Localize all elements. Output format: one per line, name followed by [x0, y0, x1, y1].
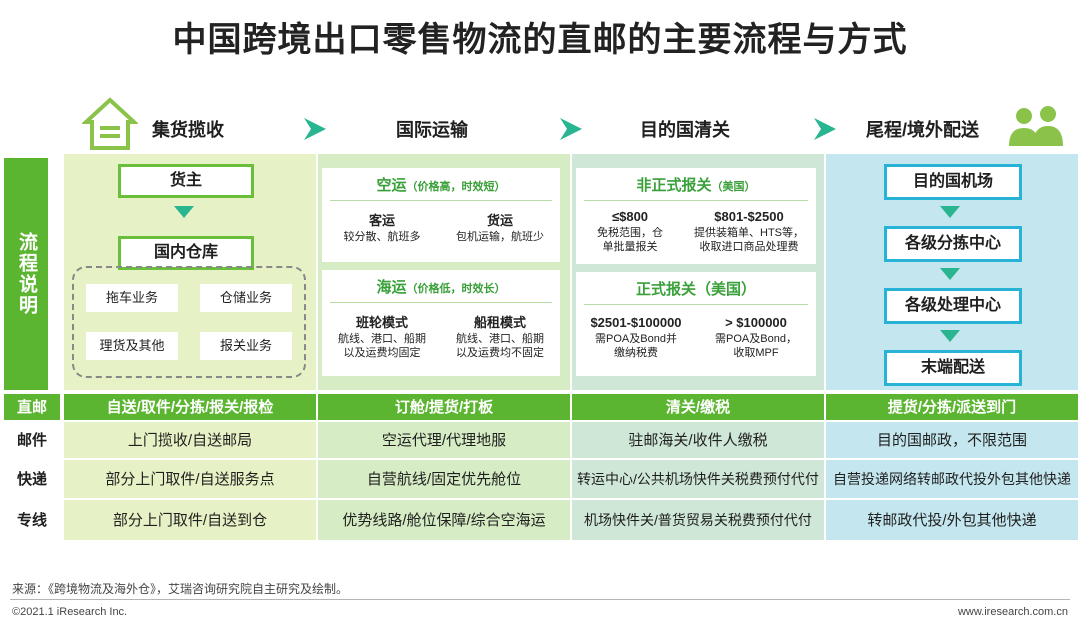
website-link[interactable]: www.iresearch.com.cn — [957, 606, 1068, 618]
source-note: 来源：《跨境物流及海外仓》，艾瑞咨询研究院自主研究及绘制。 — [12, 582, 349, 596]
table-cell: 部分上门取件/自送服务点 — [64, 460, 316, 498]
air-panel: 空运（价格高，时效短） 客运 较分散、航班多 货运 包机运输，航班少 — [322, 168, 560, 262]
chevron-right-icon — [560, 118, 582, 140]
down-arrow-icon — [940, 330, 960, 342]
table-header-cell: 提货/分拣/派送到门 — [826, 394, 1078, 420]
footer-divider — [10, 599, 1070, 600]
stage-customs: 目的国清关 — [640, 120, 730, 140]
shipper-box: 货主 — [118, 164, 254, 198]
table-header-label: 直邮 — [4, 394, 60, 420]
table-cell: 机场快件关/普货贸易关税费预付代付 — [572, 500, 824, 540]
table-cell: 转邮政代投/外包其他快递 — [826, 500, 1078, 540]
formal-over-100000: > $100000 需POA及Bond， 收取MPF — [715, 315, 797, 359]
divider — [330, 200, 552, 201]
table-cell: 自营投递网络转邮政代投外包其他快递 — [826, 460, 1078, 498]
formal-2501-100000: $2501-$100000 需POA及Bond并 缴纳税费 — [590, 315, 682, 359]
table-header-cell: 订舱/提货/打板 — [318, 394, 570, 420]
service-storage: 仓储业务 — [200, 284, 292, 312]
process-side-label: 流程说明 — [4, 158, 48, 390]
step-sorting-center: 各级分拣中心 — [884, 226, 1022, 262]
people-icon — [1009, 106, 1063, 146]
divider — [330, 302, 552, 303]
table-cell: 目的国邮政，不限范围 — [826, 422, 1078, 458]
informal-under-800: ≤$800 免税范围，仓 单批量报关 — [597, 209, 663, 253]
table-row: 邮件 上门揽收/自送邮局 空运代理/代理地服 驻邮海关/收件人缴税 目的国邮政，… — [4, 422, 1078, 458]
down-arrow-icon — [940, 268, 960, 280]
informal-title: 非正式报关（美国） — [636, 177, 756, 194]
copyright: ©2021.1 iResearch Inc. — [12, 606, 128, 618]
table-header-cell: 自送/取件/分拣/报关/报检 — [64, 394, 316, 420]
formal-title: 正式报关（美国） — [635, 281, 756, 298]
table-cell: 部分上门取件/自送到仓 — [64, 500, 316, 540]
table-header-cell: 清关/缴税 — [572, 394, 824, 420]
table-cell: 上门揽收/自送邮局 — [64, 422, 316, 458]
informal-801-2500: $801-$2500 提供装箱单、HTS等， 收取进口商品处理费 — [694, 209, 804, 253]
divider — [584, 200, 808, 201]
chevron-right-icon — [814, 118, 836, 140]
service-declaration: 报关业务 — [200, 332, 292, 360]
table-header-row: 直邮 自送/取件/分拣/报关/报检 订舱/提货/打板 清关/缴税 提货/分拣/派… — [4, 394, 1078, 420]
house-icon — [82, 97, 138, 150]
stage-last-mile: 尾程/境外配送 — [866, 120, 980, 140]
table-cell: 自营航线/固定优先舱位 — [318, 460, 570, 498]
air-title: 空运（价格高，时效短） — [376, 177, 506, 194]
table-cell: 优势线路/舱位保障/综合空海运 — [318, 500, 570, 540]
sea-charter: 船租模式 航线、港口、船期 以及运费均不固定 — [456, 315, 544, 359]
table-cell: 空运代理/代理地服 — [318, 422, 570, 458]
air-cargo: 货运 包机运输，航班少 — [456, 213, 544, 243]
table-cell: 转运中心/公共机场快件关税费预付代付 — [572, 460, 824, 498]
table-cell: 驻邮海关/收件人缴税 — [572, 422, 824, 458]
air-passenger: 客运 较分散、航班多 — [343, 213, 421, 243]
divider — [584, 304, 808, 305]
informal-declaration-panel: 非正式报关（美国） ≤$800 免税范围，仓 单批量报关 $801-$2500 … — [576, 168, 816, 264]
row-label: 邮件 — [4, 422, 60, 458]
services-group — [72, 266, 306, 378]
warehouse-box: 国内仓库 — [118, 236, 254, 270]
stage-collection: 集货揽收 — [152, 120, 224, 140]
sea-panel: 海运（价格低，时效长） 班轮模式 航线、港口、船期 以及运费均固定 船租模式 航… — [322, 270, 560, 376]
step-last-mile: 末端配送 — [884, 350, 1022, 386]
sea-title: 海运（价格低，时效长） — [376, 279, 506, 296]
table-row: 专线 部分上门取件/自送到仓 优势线路/舱位保障/综合空海运 机场快件关/普货贸… — [4, 500, 1078, 540]
step-destination-airport: 目的国机场 — [884, 164, 1022, 200]
formal-declaration-panel: 正式报关（美国） $2501-$100000 需POA及Bond并 缴纳税费 >… — [576, 272, 816, 376]
chevron-right-icon — [304, 118, 326, 140]
service-towing: 拖车业务 — [86, 284, 178, 312]
service-tally: 理货及其他 — [86, 332, 178, 360]
sea-liner: 班轮模式 航线、港口、船期 以及运费均固定 — [338, 315, 426, 359]
step-processing-center: 各级处理中心 — [884, 288, 1022, 324]
table-row: 快递 部分上门取件/自送服务点 自营航线/固定优先舱位 转运中心/公共机场快件关… — [4, 460, 1078, 498]
row-label: 快递 — [4, 460, 60, 498]
page-title: 中国跨境出口零售物流的直邮的主要流程与方式 — [172, 21, 908, 59]
down-arrow-icon — [940, 206, 960, 218]
down-arrow-icon — [174, 206, 194, 218]
row-label: 专线 — [4, 500, 60, 540]
stage-intl-transport: 国际运输 — [396, 120, 468, 140]
